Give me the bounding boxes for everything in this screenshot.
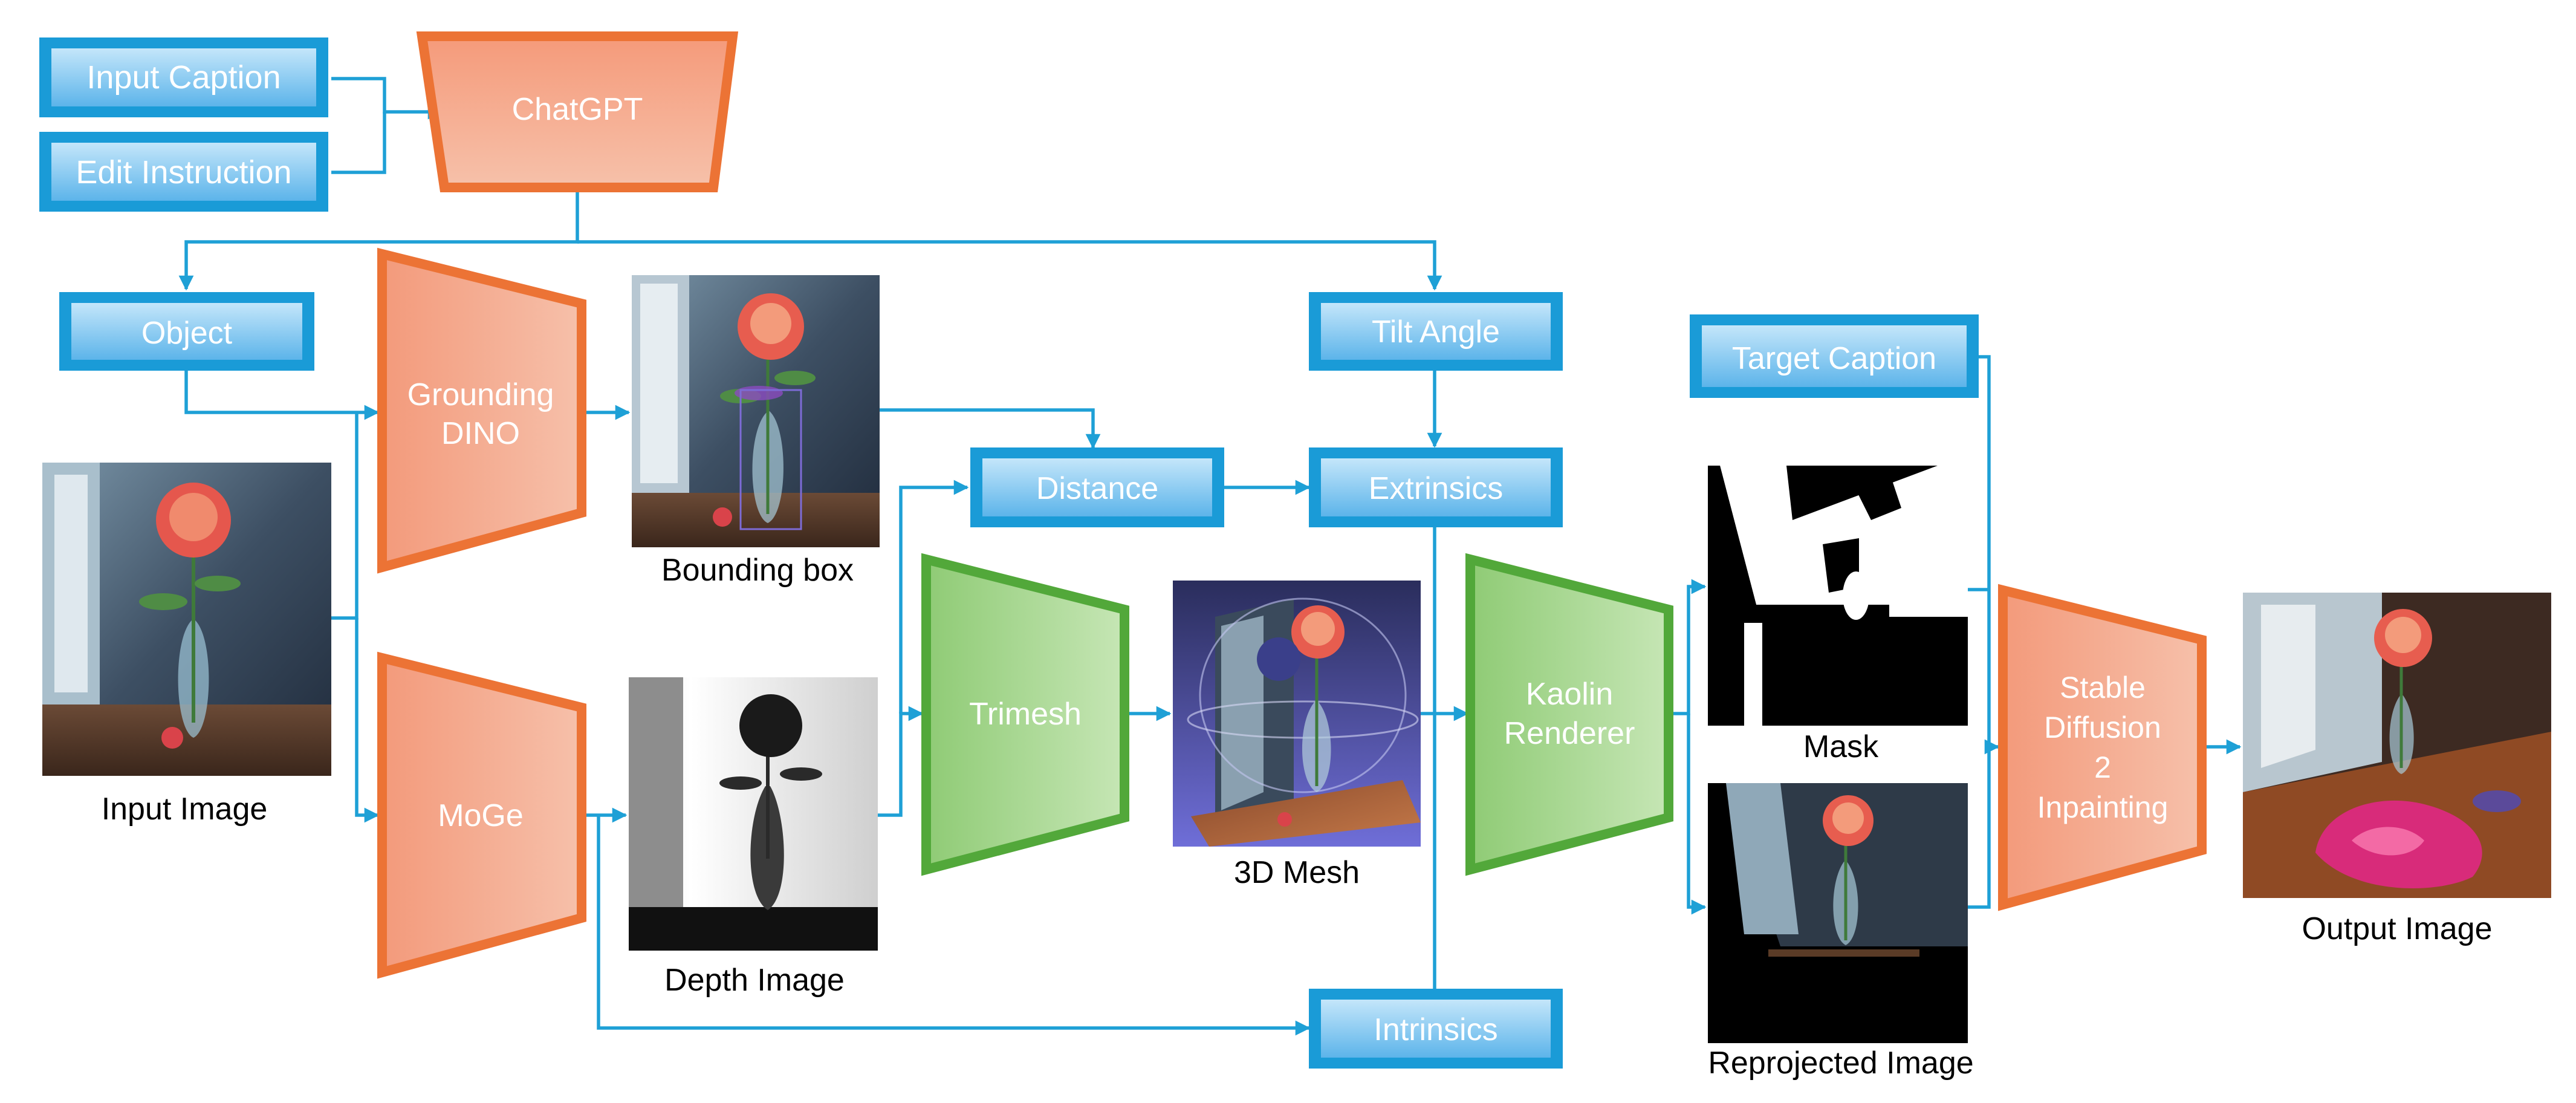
trimesh-block: Trimesh bbox=[921, 553, 1129, 876]
sd-label-line1: Stable bbox=[2060, 671, 2146, 704]
bounding-box-caption: Bounding box bbox=[661, 553, 854, 588]
tilt-angle-box: Tilt Angle bbox=[1309, 292, 1563, 371]
intrinsics-box: Intrinsics bbox=[1309, 989, 1563, 1069]
input-image-caption: Input Image bbox=[102, 792, 268, 827]
moge-label: MoGe bbox=[438, 798, 524, 833]
reprojected-image bbox=[1708, 783, 1968, 1043]
reprojected-image-caption: Reprojected Image bbox=[1708, 1046, 1973, 1081]
arrow-bbox-to-distance bbox=[880, 408, 1101, 449]
grounding-dino-label-line2: DINO bbox=[441, 416, 520, 451]
grounding-dino-block: Grounding DINO bbox=[377, 247, 586, 574]
arrow-moge-to-intrinsics bbox=[597, 815, 1311, 1036]
arrow-depth-to-trimesh bbox=[878, 706, 924, 817]
kaolin-label-line2: Renderer bbox=[1504, 716, 1635, 751]
intrinsics-label: Intrinsics bbox=[1374, 1012, 1497, 1047]
target-caption-label: Target Caption bbox=[1732, 341, 1936, 376]
edit-instruction-label: Edit Instruction bbox=[76, 154, 291, 190]
edit-instruction-box: Edit Instruction bbox=[39, 132, 328, 212]
arrow-kaolin-to-mask bbox=[1666, 579, 1707, 715]
depth-image bbox=[629, 677, 878, 951]
trimesh-label: Trimesh bbox=[969, 697, 1082, 732]
distance-label: Distance bbox=[1036, 471, 1158, 506]
input-caption-box: Input Caption bbox=[39, 37, 328, 117]
arrow-object-to-grounding-dino bbox=[184, 370, 380, 420]
moge-block: MoGe bbox=[377, 651, 586, 979]
output-image-caption: Output Image bbox=[2302, 911, 2492, 946]
sd-label-line3: 2 bbox=[2094, 750, 2111, 784]
chatgpt-label: ChatGPT bbox=[512, 92, 643, 127]
mask-caption: Mask bbox=[1803, 729, 1879, 764]
extrinsics-box: Extrinsics bbox=[1309, 447, 1563, 527]
arrow-target-caption-to-sd bbox=[1976, 355, 2000, 755]
kaolin-renderer-block: Kaolin Renderer bbox=[1465, 553, 1673, 876]
target-caption-box: Target Caption bbox=[1690, 314, 1979, 398]
object-box: Object bbox=[59, 292, 314, 371]
object-label: Object bbox=[141, 316, 233, 351]
stable-diffusion-block: Stable Diffusion 2 Inpainting bbox=[1998, 584, 2207, 911]
sd-label-line4: Inpainting bbox=[2037, 790, 2169, 824]
grounding-dino-label-line1: Grounding bbox=[407, 377, 554, 412]
output-image bbox=[2243, 593, 2551, 898]
arrow-input-caption-to-chatgpt bbox=[331, 77, 443, 120]
input-image bbox=[42, 463, 331, 776]
arrow-depth-to-distance bbox=[899, 480, 969, 714]
arrow-input-image-to-moge bbox=[355, 618, 380, 823]
arrow-edit-instruction-to-chatgpt bbox=[331, 112, 386, 174]
bounding-box-image bbox=[632, 275, 880, 547]
sd-label-line2: Diffusion bbox=[2044, 711, 2161, 744]
extrinsics-label: Extrinsics bbox=[1369, 471, 1503, 506]
arrow-chatgpt-to-object bbox=[178, 187, 579, 291]
arrow-reprojected-to-sd bbox=[1968, 747, 1991, 909]
depth-image-caption: Depth Image bbox=[664, 963, 845, 998]
arrows bbox=[178, 77, 2242, 1036]
chatgpt-block: ChatGPT bbox=[416, 31, 739, 192]
3d-mesh-caption: 3D Mesh bbox=[1234, 855, 1360, 890]
arrow-kaolin-to-reprojected bbox=[1687, 714, 1707, 915]
mask-image bbox=[1708, 466, 1968, 726]
3d-mesh-image bbox=[1173, 581, 1421, 847]
arrow-input-image-to-grounding-dino bbox=[331, 412, 358, 620]
tilt-angle-label: Tilt Angle bbox=[1372, 314, 1500, 350]
input-caption-label: Input Caption bbox=[86, 59, 281, 96]
kaolin-label-line1: Kaolin bbox=[1526, 677, 1614, 712]
arrow-chatgpt-to-tilt-angle bbox=[577, 240, 1442, 291]
distance-box: Distance bbox=[970, 447, 1224, 527]
